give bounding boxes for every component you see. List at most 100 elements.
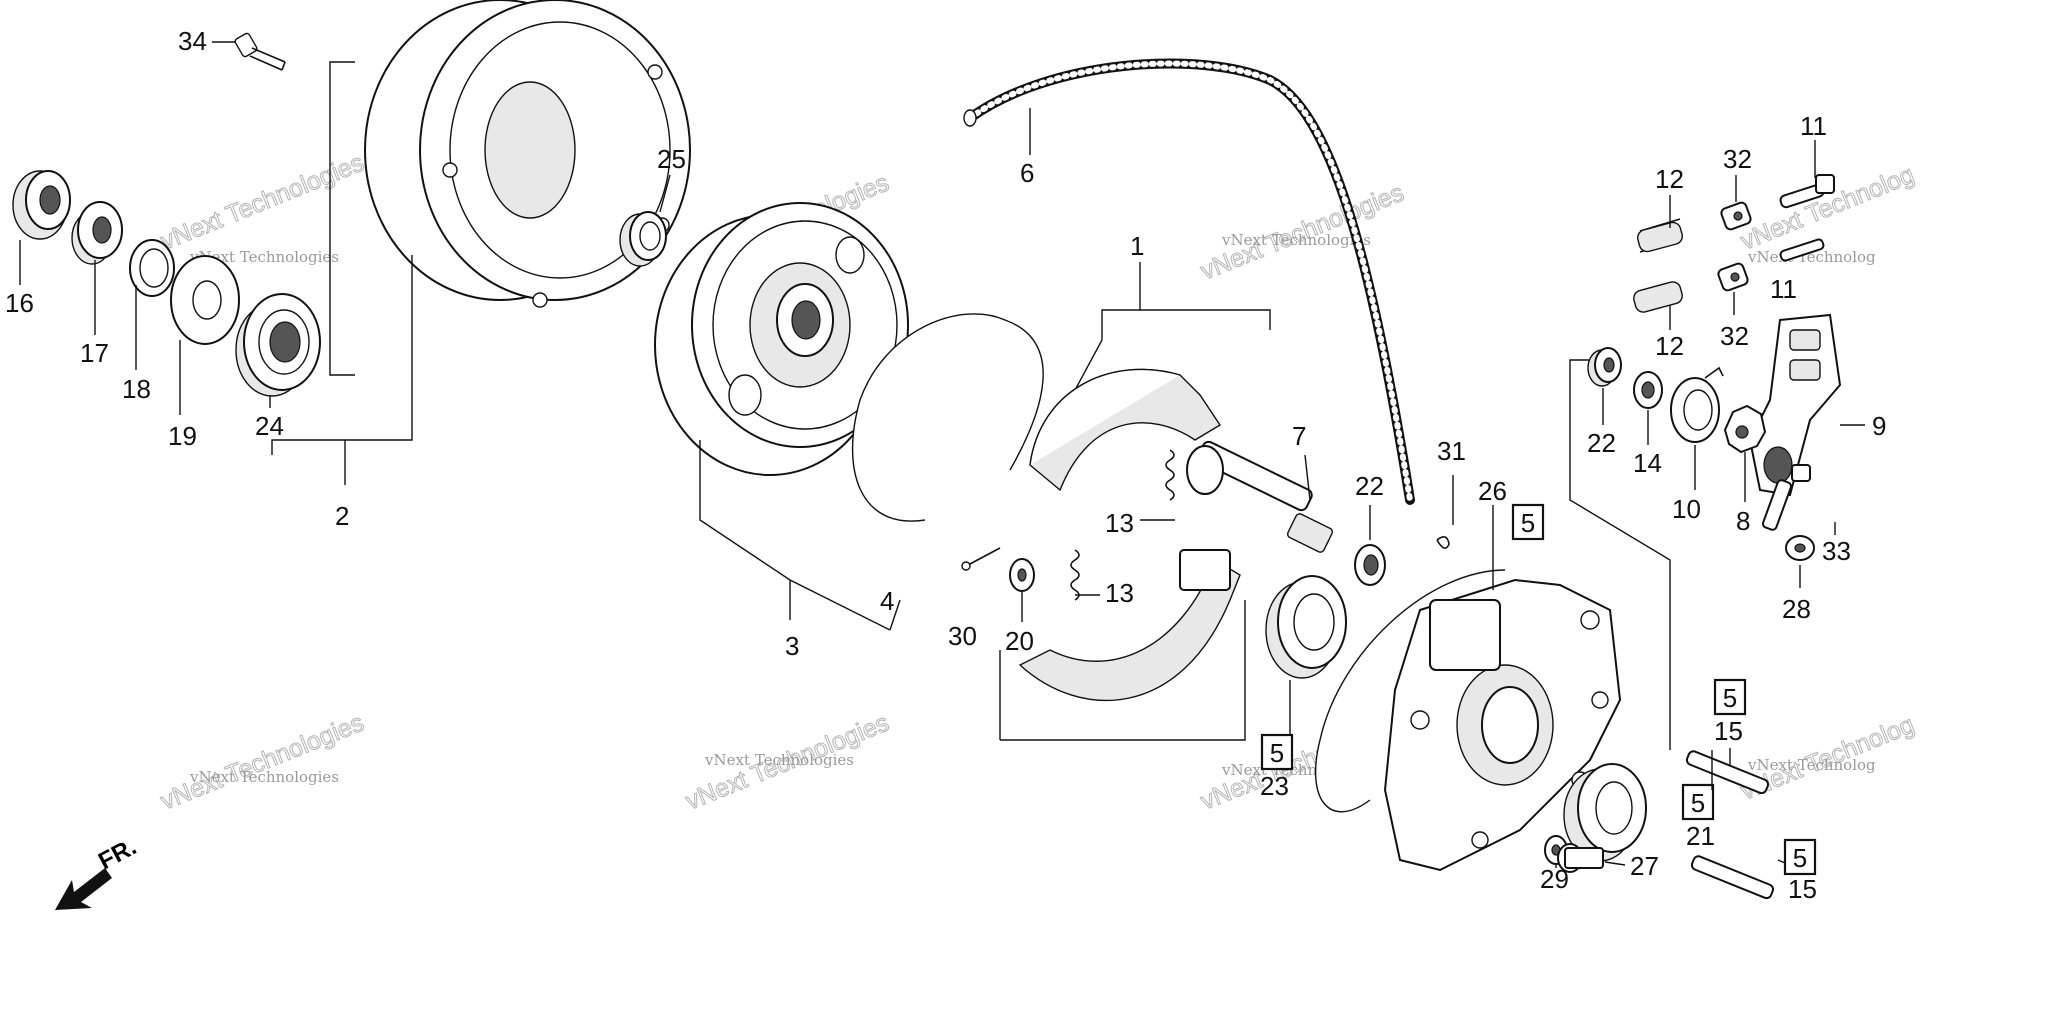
callout-13-upper: 13 (1105, 508, 1134, 538)
callout-11-lower: 11 (1770, 274, 1797, 304)
part-12-spring-lower (1633, 281, 1683, 313)
svg-text:vNext Technologies: vNext Technologies (157, 149, 368, 256)
part-8-indicator (1723, 404, 1767, 454)
callout-4: 4 (880, 586, 894, 616)
callout-22-right: 22 (1587, 428, 1616, 458)
callout-2: 2 (335, 501, 349, 531)
callout-32-upper: 32 (1723, 144, 1752, 174)
callout-28: 28 (1782, 594, 1811, 624)
svg-text:5: 5 (1691, 788, 1705, 818)
callout-20: 20 (1005, 626, 1034, 656)
watermark-caption-1: vNext Technologies (189, 248, 339, 266)
watermark-5: vNext Technologies (156, 708, 368, 816)
callout-6: 6 (1020, 158, 1034, 188)
callout-24: 24 (255, 411, 284, 441)
callout-8: 8 (1736, 506, 1750, 536)
part-13-spring-lower (1070, 549, 1080, 601)
callout-12-lower: 12 (1655, 331, 1684, 361)
callout-15-lower: 15 (1788, 874, 1817, 904)
callout-32-lower: 32 (1720, 321, 1749, 351)
part-10-return-spring (1670, 366, 1724, 443)
callout-11-upper: 11 (1800, 111, 1827, 141)
ref-box-21: 5 (1681, 783, 1715, 821)
bracket-1 (1101, 309, 1271, 340)
bracket-2 (329, 61, 355, 376)
callout-9: 9 (1872, 411, 1886, 441)
callout-17: 17 (80, 338, 109, 368)
callout-7: 7 (1292, 421, 1306, 451)
part-32-collar-lower (1717, 262, 1749, 292)
callout-14: 14 (1633, 448, 1662, 478)
svg-text:5: 5 (1270, 738, 1284, 768)
callout-25: 25 (657, 144, 686, 174)
callout-33: 33 (1822, 536, 1851, 566)
part-7-camshaft (1186, 440, 1334, 553)
watermark-caption-8: vNext Technolog (1747, 756, 1876, 774)
watermark-caption-6: vNext Technologies (704, 751, 854, 769)
part-15-stud-upper (1685, 750, 1769, 795)
part-32-collar-upper (1720, 201, 1752, 231)
callout-10: 10 (1672, 494, 1701, 524)
part-22-bearing-center (1354, 544, 1386, 586)
callout-23: 23 (1260, 771, 1289, 801)
callout-21: 21 (1686, 821, 1715, 851)
part-31-clip (1436, 536, 1450, 549)
watermark-caption-3: vNext Technologies (1221, 231, 1371, 249)
direction-label: FR. (94, 833, 141, 875)
part-3-brake-drum (654, 202, 909, 476)
part-12-spring-upper (1637, 218, 1683, 253)
front-direction-arrow: FR. (55, 833, 141, 910)
part-15-stud-lower (1690, 855, 1774, 900)
callout-31: 31 (1437, 436, 1466, 466)
part-1-brake-shoe-upper (1029, 368, 1221, 492)
part-16-nut (12, 170, 71, 240)
ref-box-15-lower: 5 (1783, 838, 1817, 876)
callout-1: 1 (1130, 231, 1144, 261)
callout-3: 3 (785, 631, 799, 661)
bracket-3 (699, 440, 891, 631)
part-24-bearing (235, 293, 321, 397)
part-14-washer (1633, 371, 1663, 409)
part-4-ring (851, 313, 1044, 522)
callout-29: 29 (1540, 864, 1569, 894)
part-25-seal (619, 211, 667, 267)
ref-box-center: 5 (1511, 503, 1545, 541)
part-13-spring-upper (1165, 449, 1175, 501)
part-19-washer (170, 255, 240, 345)
part-9-brake-arm (1748, 313, 1842, 497)
part-11-pin-upper (1779, 174, 1835, 209)
part-28-nut (1785, 535, 1815, 561)
part-11-pin-lower (1779, 238, 1825, 262)
svg-text:5: 5 (1723, 683, 1737, 713)
callout-19: 19 (168, 421, 197, 451)
callout-labels: 1 2 3 4 6 7 8 9 10 11 11 12 12 13 13 14 … (5, 26, 1886, 904)
part-17-collar (71, 201, 123, 265)
callout-26: 26 (1478, 476, 1507, 506)
part-2-drum-cover (364, 0, 691, 308)
ref-box-15-upper: 5 (1713, 678, 1747, 716)
part-23-seal (1265, 575, 1347, 679)
callout-22-center: 22 (1355, 471, 1384, 501)
callout-30: 30 (948, 621, 977, 651)
watermark-caption-4: vNext Technolog (1747, 248, 1876, 266)
part-20-washer (1009, 558, 1035, 592)
svg-text:vNext Technologies: vNext Technologies (157, 709, 368, 816)
part-34-bolt (234, 32, 286, 71)
part-30-pin (961, 547, 1001, 571)
callout-15-upper: 15 (1714, 716, 1743, 746)
callout-18: 18 (122, 374, 151, 404)
part-18-washer (129, 239, 175, 297)
part-27-bolt (1557, 843, 1604, 873)
callout-12-upper: 12 (1655, 164, 1684, 194)
part-33-bolt (1761, 464, 1811, 531)
part-22-seal-right (1587, 347, 1622, 387)
part-1-brake-shoe-lower (1018, 549, 1241, 702)
callout-27: 27 (1630, 851, 1659, 881)
bracket-right (1569, 359, 1671, 750)
svg-text:5: 5 (1521, 508, 1535, 538)
callout-13-lower: 13 (1105, 578, 1134, 608)
watermark-1: vNext Technologies (156, 148, 368, 256)
watermark-caption-5: vNext Technologies (189, 768, 339, 786)
